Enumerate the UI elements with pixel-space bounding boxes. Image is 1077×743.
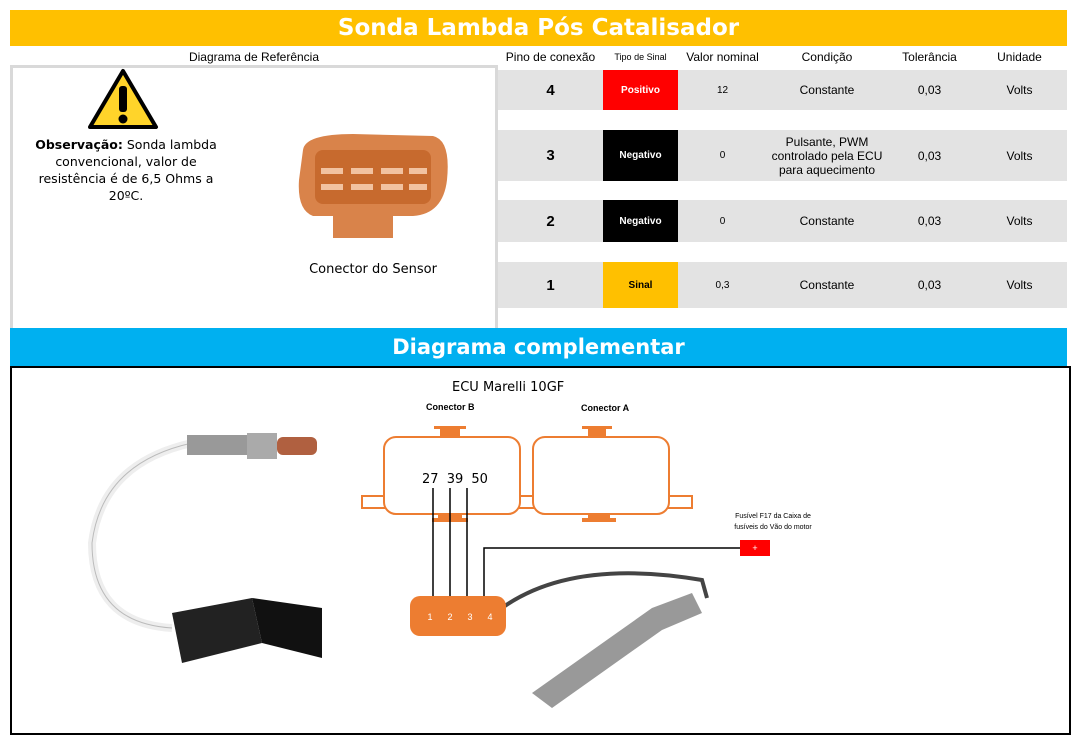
sensor-pin-4: 4 xyxy=(487,612,493,622)
connector-a-label: Conector A xyxy=(581,403,630,413)
unit: Volts xyxy=(1006,278,1033,292)
sensor-connector-image xyxy=(298,134,448,238)
sensor-pin-2: 2 xyxy=(447,612,453,622)
connector-caption: Conector do Sensor xyxy=(309,262,437,277)
unit: Volts xyxy=(1006,214,1033,228)
signal-type-badge: Negativo xyxy=(603,200,678,242)
pin-number: 4 xyxy=(546,81,555,99)
ecu-pin-numbers: 27 39 50 xyxy=(422,472,488,487)
nominal-value: 0,3 xyxy=(715,279,730,291)
nominal-value: 12 xyxy=(716,84,729,96)
sensor-pin-1: 1 xyxy=(427,612,433,622)
col-unit: Unidade xyxy=(997,50,1042,64)
fuse-label: Fusível F17 da Caixa de fusíveis do Vão … xyxy=(734,513,812,531)
page-title: Sonda Lambda Pós Catalisador xyxy=(10,10,1067,46)
pin-27: 27 xyxy=(422,472,439,487)
unit: Volts xyxy=(1006,148,1033,163)
nominal-value: 0 xyxy=(719,215,726,227)
tolerance: 0,03 xyxy=(917,83,942,97)
tolerance: 0,03 xyxy=(917,148,942,163)
note-label: Observação: xyxy=(35,137,123,152)
reference-header: Diagrama de Referência xyxy=(10,46,498,68)
lambda-sensor-cable-image xyxy=(87,433,322,663)
wiring-lines xyxy=(410,488,742,708)
col-condition: Condição xyxy=(801,50,853,64)
nominal-value: 0 xyxy=(719,150,726,161)
note-text: Sonda lambda convencional, valor de resi… xyxy=(38,137,217,203)
complementary-diagram: ECU Marelli 10GF Conector B Conector A 2… xyxy=(10,366,1071,735)
table-row: 2 Negativo 0 Constante 0,03 Volts xyxy=(498,200,1067,242)
sensor-pin-numbers: 1 2 3 4 xyxy=(420,612,500,622)
reference-panel: Observação: Sonda lambda convencional, v… xyxy=(10,68,498,328)
sensor-pin-3: 3 xyxy=(467,612,473,622)
tolerance: 0,03 xyxy=(917,214,942,228)
signal-type-badge: Sinal xyxy=(603,262,678,308)
table-row: 1 Sinal 0,3 Constante 0,03 Volts xyxy=(498,262,1067,308)
condition: Pulsante, PWM controlado pela ECU para a… xyxy=(771,134,883,177)
col-value: Valor nominal xyxy=(686,50,759,64)
complementary-title: Diagrama complementar xyxy=(10,328,1067,366)
pin-number: 2 xyxy=(546,212,555,230)
fuse-positive: + xyxy=(740,540,770,556)
pin-number: 1 xyxy=(546,276,555,294)
tolerance: 0,03 xyxy=(917,278,942,292)
table-row: 3 Negativo 0 Pulsante, PWM controlado pe… xyxy=(498,130,1067,181)
condition: Constante xyxy=(799,214,855,228)
pin-50: 50 xyxy=(471,472,488,487)
connector-b-label: Conector B xyxy=(426,402,475,412)
warning-icon xyxy=(88,69,158,129)
col-pin: Pino de conexão xyxy=(505,50,596,64)
condition: Constante xyxy=(799,278,855,292)
ecu-label: ECU Marelli 10GF xyxy=(452,380,565,395)
pin-number: 3 xyxy=(546,147,555,164)
observation-note: Observação: Sonda lambda convencional, v… xyxy=(31,136,221,204)
signal-type-badge: Positivo xyxy=(603,70,678,110)
col-tolerance: Tolerância xyxy=(902,50,957,64)
col-type: Tipo de Sinal xyxy=(614,52,667,62)
signal-type-badge: Negativo xyxy=(603,130,678,181)
condition: Constante xyxy=(799,83,855,97)
unit: Volts xyxy=(1006,83,1033,97)
pin-39: 39 xyxy=(446,472,464,487)
table-row: 4 Positivo 12 Constante 0,03 Volts xyxy=(498,70,1067,110)
